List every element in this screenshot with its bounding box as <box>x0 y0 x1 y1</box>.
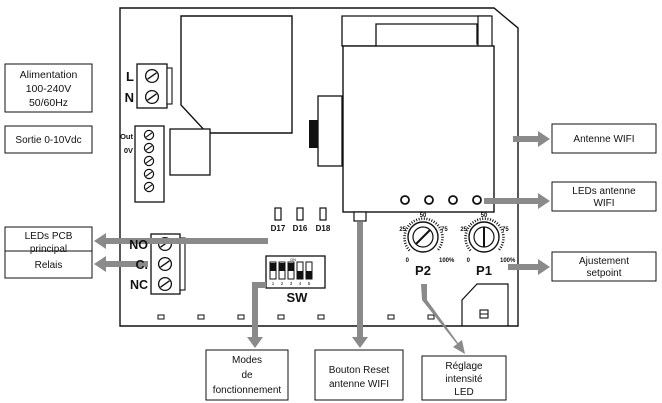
p1-label: P1 <box>476 263 492 278</box>
antenna-led-row <box>400 195 482 205</box>
pcb-led-d17 <box>274 207 282 221</box>
p2-scale-75: 75 <box>441 227 448 233</box>
p1-scale-25: 25 <box>460 227 467 233</box>
led-intensity-callout-box <box>421 355 507 401</box>
terminal-label-0v: 0V <box>124 146 133 155</box>
setpoint-callout-line-1: Ajustement <box>579 256 629 267</box>
callout-arrows <box>94 131 550 354</box>
led-intensity-callout-line-2: intensité <box>445 374 483 385</box>
terminal-label-l: L <box>126 69 134 84</box>
terminal-label-n: N <box>125 90 134 105</box>
reset-callout-line-2: antenne WIFI <box>329 379 389 390</box>
corner-component <box>461 283 509 326</box>
arrow-relay <box>94 256 148 272</box>
pcb-edge-pads <box>157 314 435 320</box>
arrow-setpoint <box>508 259 550 275</box>
arrow-modes <box>247 282 266 348</box>
power-callout-line-1: Alimentation <box>20 69 78 81</box>
led-label-d16: D16 <box>293 224 308 233</box>
arrow-leds-antenna <box>484 193 550 209</box>
antenna-callout-text: Antenne WIFI <box>573 134 634 145</box>
p2-scale-0: 0 <box>406 258 410 264</box>
terminal-label-nc: NC <box>130 278 148 292</box>
p1-scale-75: 75 <box>502 227 509 233</box>
dip-number-3: 3 <box>290 281 293 286</box>
p1-scale-100: 100% <box>500 258 516 264</box>
transformer-block <box>180 15 293 134</box>
pcb-led-d16 <box>296 207 304 221</box>
leds-pcb-callout-line-1: LEDs PCB <box>25 231 73 242</box>
output-terminal-block <box>134 125 165 203</box>
dip-number-5: 5 <box>308 281 311 286</box>
relay-callout-box <box>4 250 93 279</box>
dip-switch[interactable] <box>265 255 326 289</box>
p2-scale-25: 25 <box>399 227 406 233</box>
pcb-led-row <box>274 207 327 221</box>
arrow-reset <box>352 222 368 348</box>
leds-antenna-callout-line-2: WIFI <box>593 198 614 209</box>
reset-callout-box <box>314 349 404 401</box>
leds-antenna-callout-box <box>551 181 657 212</box>
leds-pcb-callout-line-2: principal <box>30 244 67 255</box>
reset-callout-line-1: Bouton Reset <box>329 365 390 376</box>
power-callout-line-3: 50/60Hz <box>29 97 68 109</box>
reset-button[interactable] <box>353 211 367 222</box>
antenna-led <box>448 195 458 205</box>
dip-number-4: 4 <box>299 281 302 286</box>
output-callout-box <box>4 125 93 154</box>
dip-on-label: ON <box>290 257 296 262</box>
setpoint-callout-box <box>551 251 657 282</box>
p1-scale-0: 0 <box>467 258 471 264</box>
terminal-label-c: C. <box>136 258 149 272</box>
antenna-led <box>400 195 410 205</box>
pcb-led-d18 <box>319 207 327 221</box>
p2-label: P2 <box>415 263 431 278</box>
p2-scale-50: 50 <box>420 213 427 219</box>
arrow-antenna <box>513 131 550 147</box>
dip-number-2: 2 <box>281 281 284 286</box>
antenna-led <box>472 195 482 205</box>
output-callout-text: Sortie 0-10Vdc <box>15 135 81 146</box>
modes-callout-line-1: Modes <box>232 355 262 366</box>
leds-antenna-callout-line-1: LEDs antenne <box>572 186 636 197</box>
arrow-leds-pcb <box>94 233 268 249</box>
arrow-led-intensity <box>421 284 465 354</box>
terminal-label-no: NO <box>129 238 148 252</box>
relay-callout-text: Relais <box>35 260 63 271</box>
potentiometer-p2[interactable] <box>403 217 444 253</box>
antenna-callout-box <box>551 123 657 154</box>
modes-callout-line-3: fonctionnement <box>213 385 282 396</box>
led-intensity-callout-line-3: LED <box>454 387 473 398</box>
dip-number-1: 1 <box>272 281 275 286</box>
led-label-d18: D18 <box>316 224 331 233</box>
wifi-antenna-module <box>309 15 495 213</box>
modes-callout-box <box>205 349 289 401</box>
led-intensity-callout-line-1: Réglage <box>445 361 483 372</box>
antenna-led <box>424 195 434 205</box>
power-terminal-block <box>136 63 173 109</box>
modes-callout-line-2: de <box>241 370 253 381</box>
terminal-label-out: Out <box>120 132 133 141</box>
dip-switch-label: SW <box>287 290 309 305</box>
power-callout-box <box>4 63 93 113</box>
p2-scale-100: 100% <box>439 258 455 264</box>
power-callout-line-2: 100-240V <box>26 83 72 95</box>
led-label-d17: D17 <box>271 224 286 233</box>
relay-block <box>169 128 211 176</box>
potentiometer-p1[interactable] <box>464 217 505 253</box>
setpoint-callout-line-2: setpoint <box>586 268 621 279</box>
p1-scale-50: 50 <box>481 213 488 219</box>
